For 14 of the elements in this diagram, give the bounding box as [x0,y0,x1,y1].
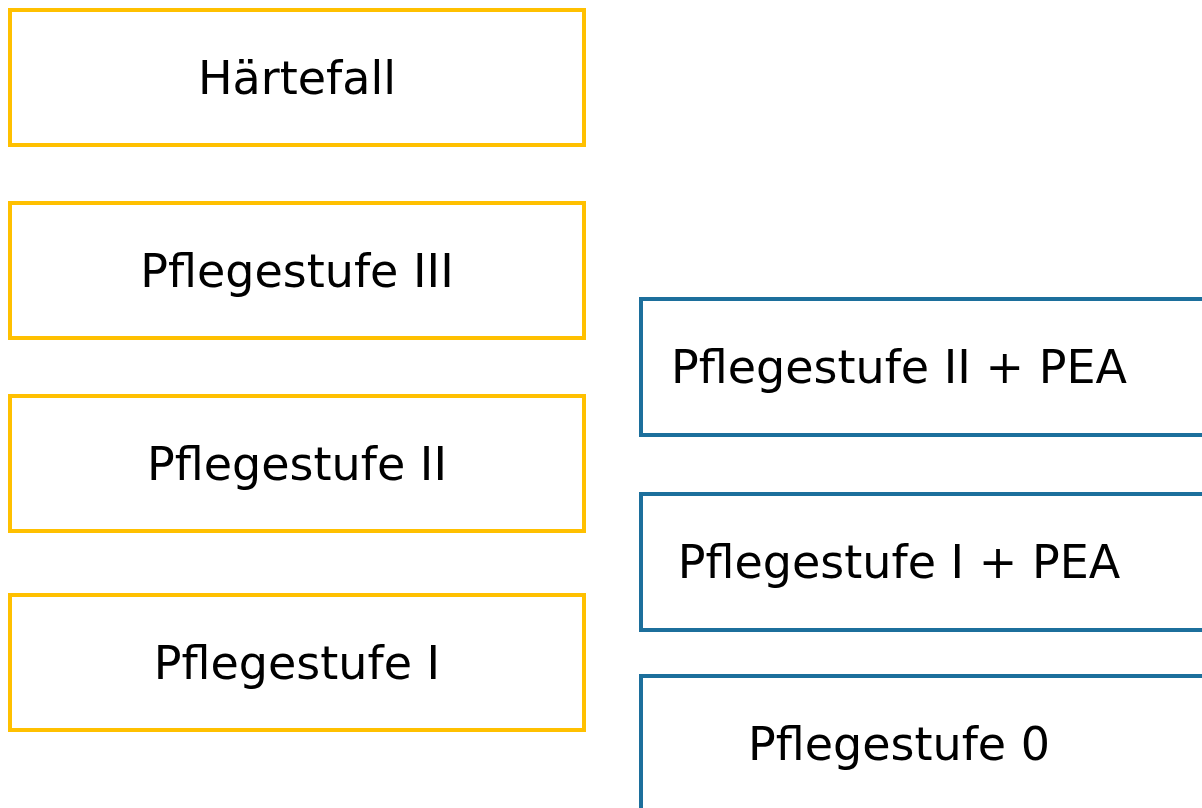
box-label: Pflegestufe III [140,243,454,298]
box-label: Pflegestufe I [153,635,441,690]
category-box [8,8,586,147]
category-box [8,394,586,533]
box-label: Pflegestufe II [147,436,447,491]
category-box [639,492,1202,632]
box-label: Härtefall [198,50,396,105]
box-label: Pflegestufe 0 [747,717,1051,771]
category-box [639,674,1202,808]
category-box [639,297,1202,437]
category-box [8,593,586,732]
box-label: Pflegestufe I + PEA [677,535,1121,589]
box-label: Pflegestufe II + PEA [671,340,1127,394]
category-box [8,201,586,340]
